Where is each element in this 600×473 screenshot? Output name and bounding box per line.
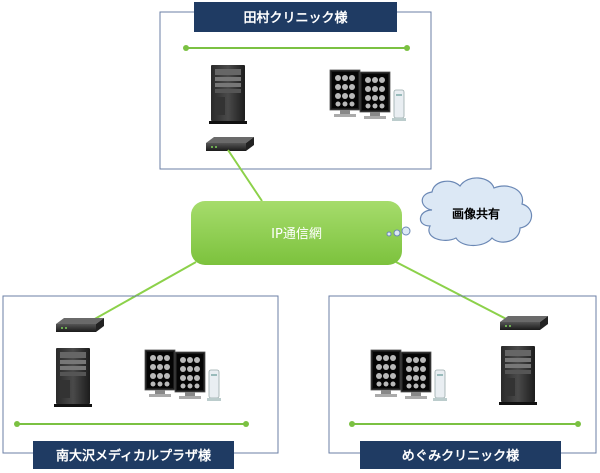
site-top-title-box: [194, 2, 397, 32]
site-right-title: めぐみクリニック様: [402, 448, 520, 464]
ip-network-box: [191, 201, 402, 265]
lan-node: [243, 421, 249, 427]
site-right: めぐみクリニック様: [328, 295, 597, 469]
site-left-title: 南大沢メディカルプラザ様: [56, 448, 212, 464]
network-links: [83, 149, 517, 326]
image-sharing-cloud: 画像共有: [386, 177, 533, 247]
viewer-workstation-icon: [371, 350, 447, 401]
lan-node: [349, 421, 355, 427]
site-left: 南大沢メディカルプラザ様: [2, 295, 279, 469]
viewer-workstation-icon: [145, 350, 221, 401]
ip-network: IP通信網: [191, 201, 402, 265]
server-icon: [209, 65, 247, 124]
lan-node: [575, 421, 581, 427]
cloud-shape: [419, 177, 533, 247]
ip-network-label: IP通信網: [271, 227, 322, 242]
site-left-title-box: [33, 441, 234, 469]
lan-node: [14, 421, 20, 427]
site-right-frame: [328, 295, 597, 454]
lan-node: [404, 45, 410, 51]
server-icon: [499, 346, 537, 405]
site-right-title-box: [360, 441, 561, 469]
router-icon: [500, 316, 548, 330]
site-top: 田村クリニック様: [159, 2, 432, 170]
viewer-workstation-icon: [330, 70, 406, 121]
site-top-title: 田村クリニック様: [243, 10, 348, 26]
router-icon: [206, 137, 254, 151]
router-icon: [56, 318, 104, 332]
lan-node: [183, 45, 189, 51]
server-icon: [54, 348, 92, 407]
site-left-frame: [2, 295, 279, 454]
cloud-label: 画像共有: [452, 206, 500, 221]
